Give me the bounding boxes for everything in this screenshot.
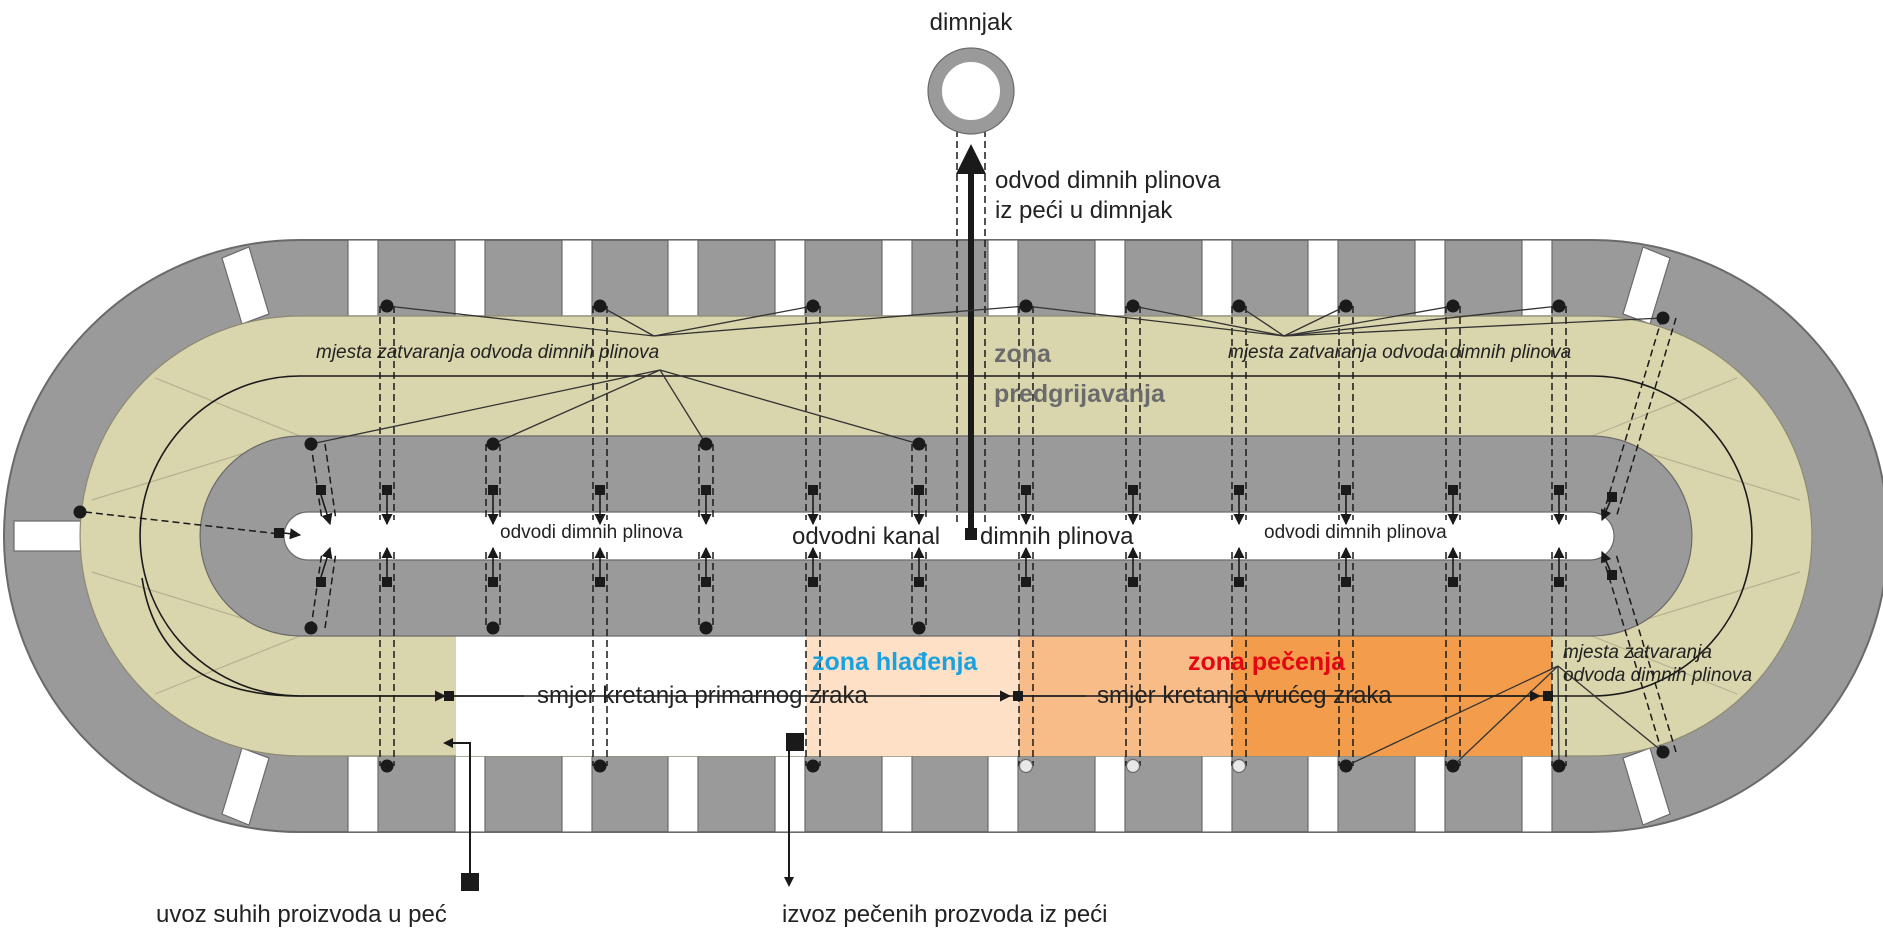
zone-firing-label: zona pečenja <box>1188 648 1346 676</box>
closing-point-leaders <box>310 305 1664 767</box>
closing-points-label-right: mjesta zatvaranja odvoda dimnih plinova <box>1228 342 1571 363</box>
closing-points-label-lower-1: mjesta zatvaranja <box>1563 642 1712 663</box>
product-export-arrow <box>784 733 804 887</box>
closing-points-label-left: mjesta zatvaranja odvoda dimnih plinova <box>316 342 659 363</box>
zone-cooling-label: zona hlađenja <box>812 648 978 676</box>
closing-point-dots <box>73 299 1670 773</box>
open-closing-points <box>1018 758 1247 774</box>
ring-centerline <box>139 375 1753 697</box>
flue-ducts-label-left: odvodi dimnih plinova <box>500 522 683 543</box>
zone-preheat-label-2: predgrijavanja <box>994 380 1166 408</box>
chimney-duct <box>956 130 986 540</box>
flue-to-chimney-label-2: iz peći u dimnjak <box>995 197 1173 224</box>
import-products-label: uvoz suhih proizvoda u peć <box>156 901 447 928</box>
chimney-ring <box>928 48 1014 134</box>
hot-air-direction-label: smjer kretanja vrućeg zraka <box>1097 682 1392 709</box>
main-channel-label-1: odvodni kanal <box>792 523 940 550</box>
flue-to-chimney-label-1: odvod dimnih plinova <box>995 167 1221 194</box>
zone-preheat-label-1: zona <box>994 340 1052 368</box>
flue-ducts-label-right: odvodi dimnih plinova <box>1264 522 1447 543</box>
chimney-label: dimnjak <box>930 9 1014 36</box>
product-import-arrow <box>443 738 479 891</box>
flue-ducts <box>84 306 1677 766</box>
chimney-outline <box>927 47 1015 135</box>
export-products-label: izvoz pečenih prozvoda iz peći <box>782 901 1108 928</box>
closing-points-label-lower-2: odvoda dimnih plinova <box>1563 665 1752 686</box>
primary-air-direction-label: smjer kretanja primarnog zraka <box>537 682 868 709</box>
air-flow-line <box>141 577 1553 702</box>
main-channel-label-2: dimnih plinova <box>980 523 1134 550</box>
